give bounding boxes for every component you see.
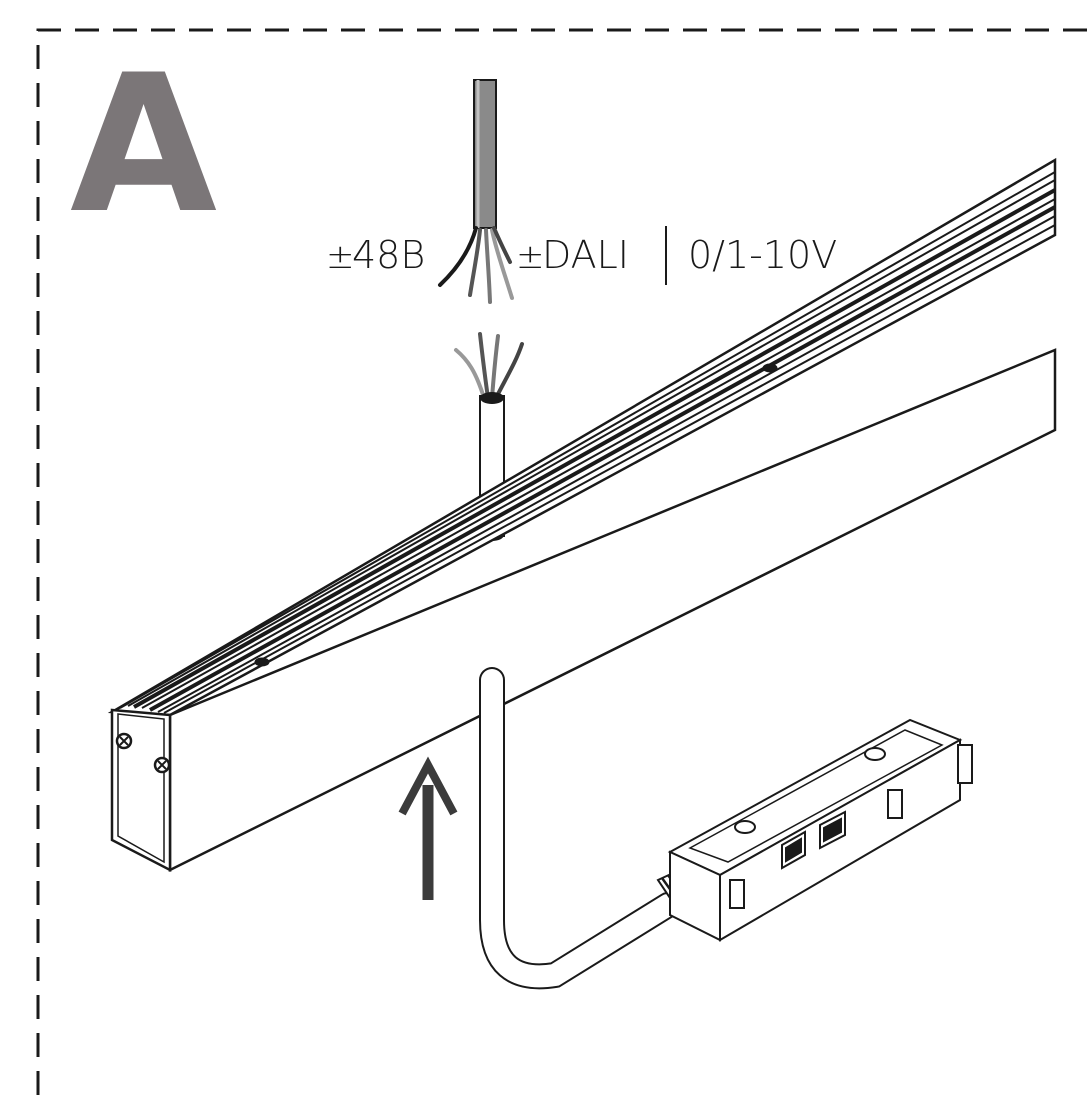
screw-icon (115, 732, 133, 750)
power-voltage-label: 48В (352, 233, 425, 277)
power-sign: ± (326, 237, 355, 277)
dashed-frame (36, 28, 1089, 1095)
track-connector (656, 718, 973, 942)
end-cap (110, 708, 172, 873)
dali-sign: ± (516, 237, 545, 277)
step-letter: A (70, 34, 217, 255)
arrow-up-icon (398, 756, 458, 900)
dali-label: DALI (542, 233, 629, 277)
mounting-hole (762, 363, 778, 373)
screw-icon (153, 756, 171, 774)
cable-wires-top (438, 226, 514, 304)
led-profile (107, 157, 1057, 873)
supply-cable (438, 79, 514, 304)
dimming-label: 0/1-10V (688, 233, 837, 277)
wire-labels: ± 48В ± DALI 0/1-10V (326, 226, 837, 285)
mounting-hole (254, 657, 270, 667)
connector-cable (479, 667, 681, 990)
